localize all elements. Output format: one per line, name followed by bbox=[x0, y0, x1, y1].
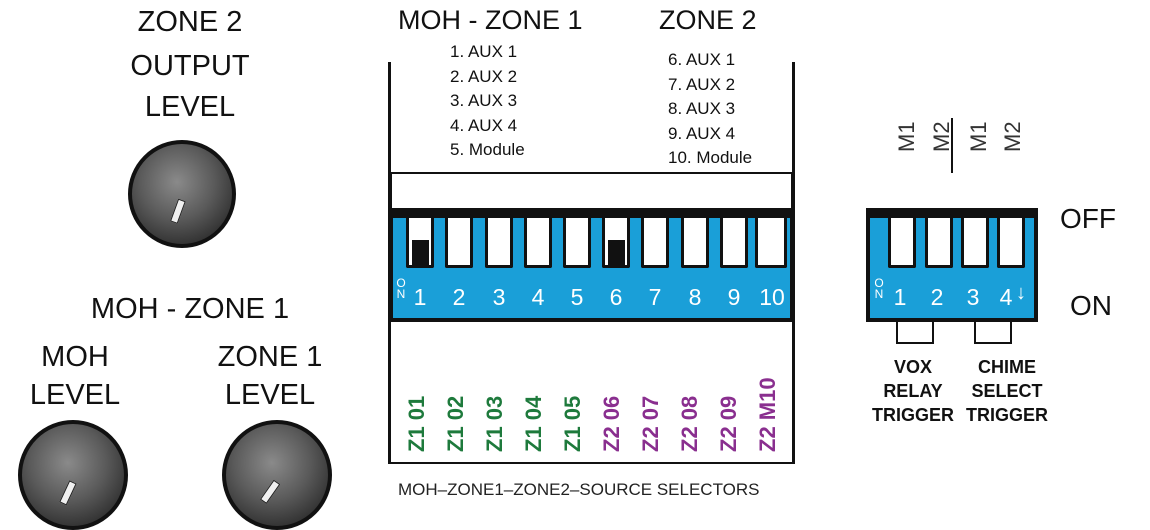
dip-switch-5[interactable] bbox=[563, 218, 591, 268]
trigger-switch-4[interactable] bbox=[997, 218, 1025, 268]
switch-number: 4 bbox=[999, 284, 1013, 310]
switch-number: 3 bbox=[492, 284, 506, 310]
moh-level-label: LEVEL bbox=[29, 379, 121, 411]
knob-pointer-icon bbox=[259, 479, 281, 504]
trigger-switch-1[interactable] bbox=[888, 218, 916, 268]
knob-pointer-icon bbox=[59, 480, 77, 506]
switch-actuator-on bbox=[608, 240, 625, 266]
source-item: 8. AUX 3 bbox=[668, 99, 736, 118]
switch-actuator-on bbox=[412, 240, 429, 266]
source-item: 7. AUX 2 bbox=[668, 74, 736, 94]
zone-label-z2-m10: Z2 M10 bbox=[755, 377, 780, 452]
selector-caption: MOH–ZONE1–ZONE2–SOURCE SELECTORS bbox=[398, 480, 760, 499]
source-item: 5. Module bbox=[450, 140, 525, 159]
zone-label-z1-03: Z1 03 bbox=[482, 395, 507, 452]
dip-switch-3[interactable] bbox=[485, 218, 513, 268]
source-item: 9. AUX 4 bbox=[668, 123, 736, 143]
dip-switch-1[interactable] bbox=[406, 218, 434, 268]
switch-number: 2 bbox=[930, 284, 944, 310]
switch-number: 8 bbox=[688, 284, 702, 310]
switch-number: 3 bbox=[966, 284, 980, 310]
moh-level-title: MOH bbox=[41, 341, 109, 373]
dip-top-edge bbox=[870, 212, 1034, 218]
moh-zone1-header: MOH - ZONE 1 bbox=[398, 5, 583, 35]
vox-relay-trigger-label: VOX RELAY TRIGGER bbox=[871, 357, 954, 425]
off-label: OFF bbox=[1060, 203, 1116, 234]
down-arrow-icon: ↓ bbox=[1016, 282, 1026, 304]
zone-label-z1-02: Z1 02 bbox=[443, 395, 468, 452]
zone1-level-title: ZONE 1 bbox=[217, 341, 323, 373]
m-label: M1 bbox=[894, 121, 919, 152]
dip-switch-9[interactable] bbox=[720, 218, 748, 268]
source-item: 4. AUX 4 bbox=[450, 115, 518, 135]
zone2-output-title: ZONE 2 bbox=[137, 6, 243, 38]
zone-label-z2-08: Z2 08 bbox=[677, 395, 702, 452]
trigger-switch-3[interactable] bbox=[961, 218, 989, 268]
switch-number: 4 bbox=[531, 284, 545, 310]
m-label: M1 bbox=[966, 121, 991, 152]
m-label: M2 bbox=[1000, 121, 1025, 152]
zone2-output-label: OUTPUT bbox=[130, 50, 250, 82]
knob-pointer-icon bbox=[170, 198, 186, 224]
switch-number: 6 bbox=[609, 284, 623, 310]
switch-number: 7 bbox=[648, 284, 662, 310]
dip-switch-10[interactable] bbox=[755, 218, 787, 268]
switch-number: 1 bbox=[893, 284, 907, 310]
zone1-level-label: LEVEL bbox=[224, 379, 316, 411]
switch-number: 10 bbox=[759, 284, 785, 310]
dip-switch-2[interactable] bbox=[445, 218, 473, 268]
zone2-source-list: 6. AUX 1 7. AUX 2 8. AUX 3 9. AUX 4 10. … bbox=[668, 48, 752, 171]
trigger-switch-2[interactable] bbox=[925, 218, 953, 268]
chime-select-trigger-label: CHIME SELECT TRIGGER bbox=[965, 357, 1048, 425]
source-item: 1. AUX 1 bbox=[450, 42, 518, 61]
zone1-level-knob[interactable] bbox=[222, 420, 332, 530]
switch-number: 2 bbox=[452, 284, 466, 310]
moh-level-knob[interactable] bbox=[18, 420, 128, 530]
zone2-output-level-knob[interactable] bbox=[128, 140, 236, 248]
dip-top-edge bbox=[393, 212, 790, 218]
switch-number: 9 bbox=[727, 284, 741, 310]
on-label: ON bbox=[1070, 290, 1112, 321]
moh-zone1-section-title: MOH - ZONE 1 bbox=[90, 293, 290, 325]
zone2-header: ZONE 2 bbox=[659, 5, 757, 35]
zone-label-z2-07: Z2 07 bbox=[638, 395, 663, 452]
switch-number: 5 bbox=[570, 284, 584, 310]
m-label-divider bbox=[951, 118, 953, 173]
source-item: 10. Module bbox=[668, 148, 753, 167]
dip-switch-7[interactable] bbox=[641, 218, 669, 268]
dip-housing-top bbox=[390, 172, 793, 210]
zone-label-z2-06: Z2 06 bbox=[599, 395, 624, 452]
vox-bracket bbox=[896, 322, 934, 344]
source-item: 6. AUX 1 bbox=[668, 50, 736, 69]
zone2-level-label: LEVEL bbox=[144, 91, 236, 123]
selector-frame-bottom bbox=[388, 462, 795, 464]
zone-label-z1-04: Z1 04 bbox=[521, 395, 546, 452]
zone-label-z1-05: Z1 05 bbox=[560, 395, 585, 452]
dip-switch-8[interactable] bbox=[681, 218, 709, 268]
zone-label-z1-01: Z1 01 bbox=[404, 395, 429, 452]
dip-switch-4[interactable] bbox=[524, 218, 552, 268]
zone1-source-list: 1. AUX 1 2. AUX 2 3. AUX 3 4. AUX 4 5. M… bbox=[450, 40, 525, 163]
dip-switch-6[interactable] bbox=[602, 218, 630, 268]
chime-bracket bbox=[974, 322, 1012, 344]
switch-number: 1 bbox=[413, 284, 427, 310]
source-item: 2. AUX 2 bbox=[450, 66, 518, 86]
zone-label-z2-09: Z2 09 bbox=[716, 395, 741, 452]
source-item: 3. AUX 3 bbox=[450, 91, 518, 110]
